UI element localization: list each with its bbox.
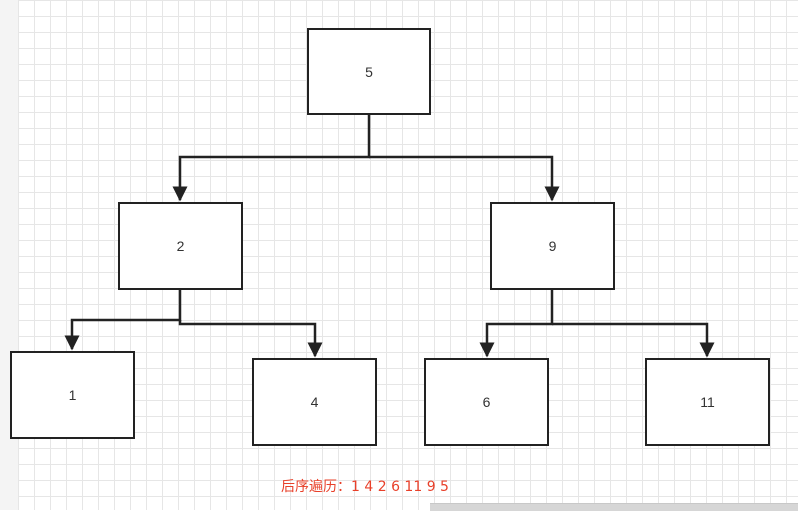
- edge-2-1: [64, 289, 182, 351]
- traversal-caption: 后序遍历：1 4 2 6 11 9 5: [281, 479, 449, 495]
- node-2[interactable]: 2: [118, 202, 243, 290]
- edge-2-4: [178, 320, 323, 358]
- node-9[interactable]: 9: [490, 202, 615, 290]
- node-1[interactable]: 1: [10, 351, 135, 439]
- horizontal-scrollbar[interactable]: [430, 503, 798, 511]
- node-11[interactable]: 11: [645, 358, 770, 446]
- node-5[interactable]: 5: [307, 28, 431, 115]
- node-6[interactable]: 6: [424, 358, 549, 446]
- edge-5-9: [369, 155, 560, 202]
- node-4[interactable]: 4: [252, 358, 377, 446]
- edge-9-6: [479, 289, 554, 358]
- edge-9-11: [552, 322, 715, 358]
- edge-5-2: [172, 114, 371, 202]
